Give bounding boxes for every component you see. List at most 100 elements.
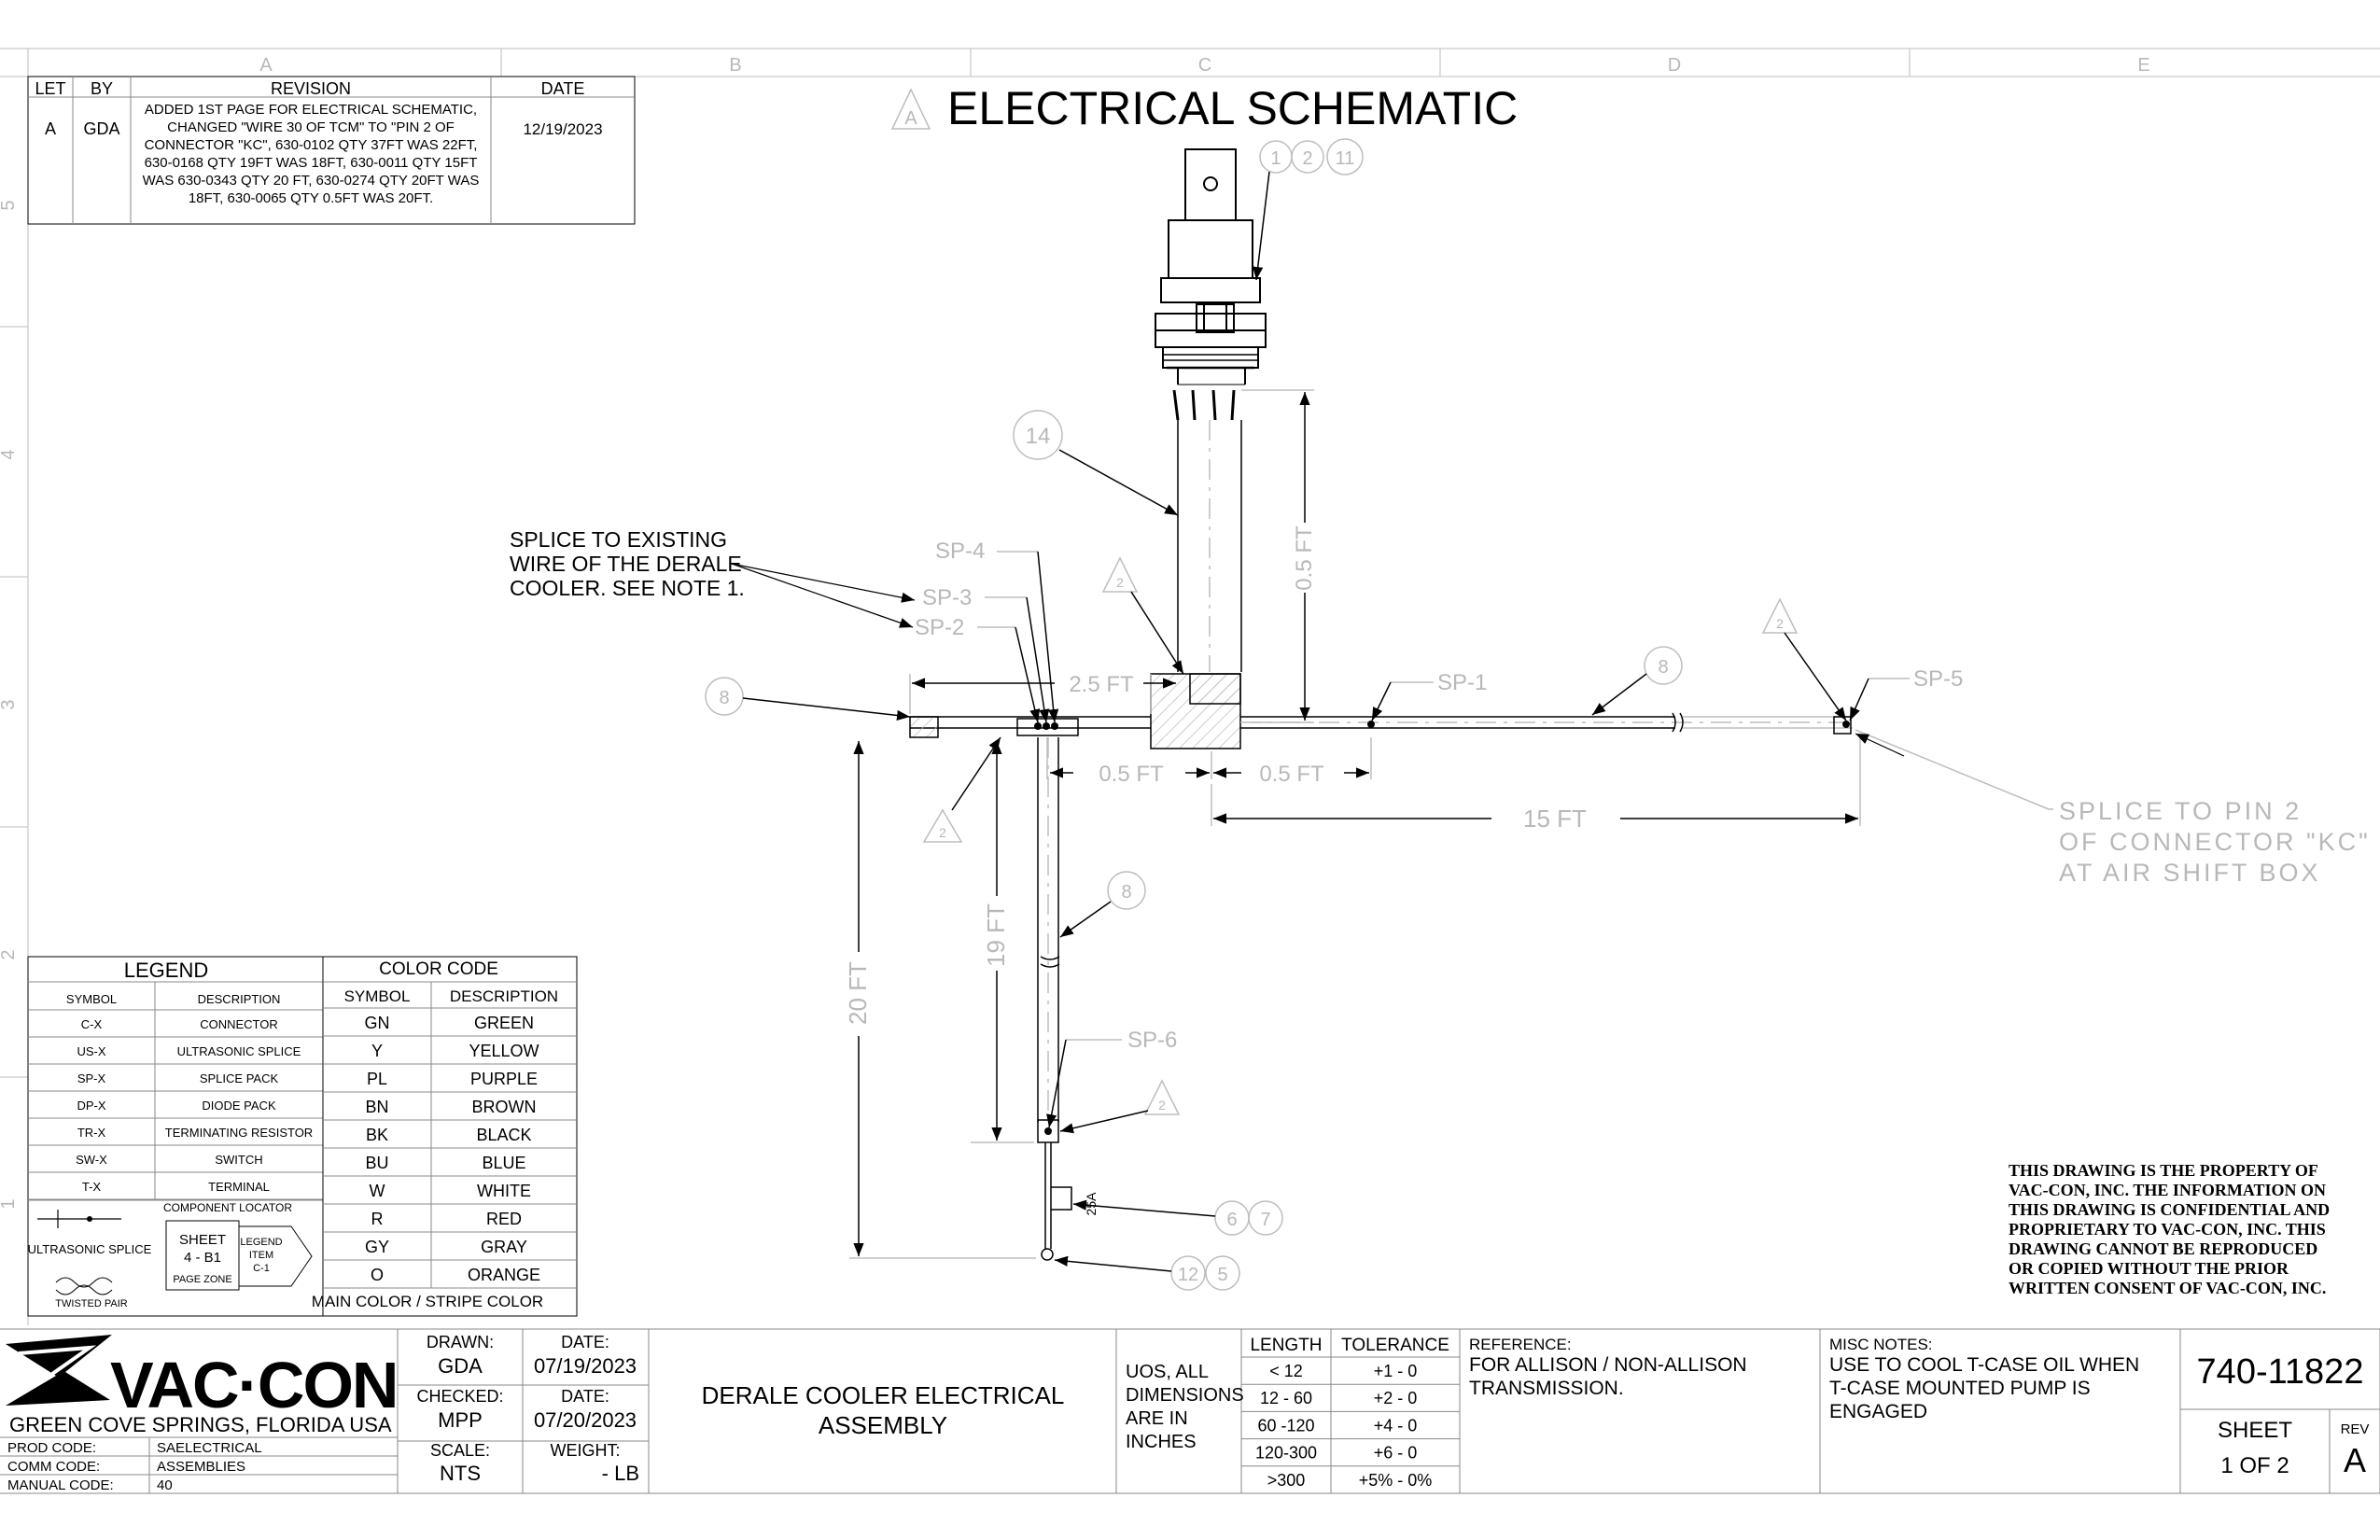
- comm-code-label: COMM CODE:: [7, 1459, 100, 1475]
- notice-line: THIS DRAWING IS CONFIDENTIAL AND: [2009, 1200, 2330, 1219]
- checked-date-label: DATE:: [561, 1387, 609, 1406]
- color-description: WHITE: [477, 1182, 531, 1200]
- reference-text: TRANSMISSION.: [1469, 1378, 1624, 1399]
- prod-code: SAELECTRICAL: [157, 1440, 262, 1456]
- color-symbol: BN: [365, 1098, 388, 1116]
- checked-date: 07/20/2023: [534, 1408, 637, 1432]
- locator-legend: LEGEND: [240, 1237, 282, 1248]
- color-symbol: GY: [365, 1238, 389, 1256]
- notice-line: WRITTEN CONSENT OF VAC-CON, INC.: [2009, 1279, 2326, 1297]
- note-line: SPLICE TO PIN 2: [2059, 797, 2302, 825]
- locator-page-zone: PAGE ZONE: [173, 1274, 231, 1285]
- tolerance-header: LENGTH: [1250, 1336, 1322, 1355]
- manual-code-label: MANUAL CODE:: [7, 1477, 114, 1493]
- note-line: WIRE OF THE DERALE: [510, 552, 742, 576]
- color-symbol: O: [371, 1266, 384, 1284]
- rev-flag-icon: [1101, 556, 1139, 593]
- locator-item-code: C-1: [253, 1263, 270, 1274]
- note-line: SPLICE TO EXISTING: [510, 527, 727, 552]
- rev-text-line: ADDED 1ST PAGE FOR ELECTRICAL SCHEMATIC,: [145, 102, 477, 118]
- page-title-group: A ELECTRICAL SCHEMATIC: [890, 82, 1518, 134]
- fuse-holder-icon: [1051, 1186, 1072, 1211]
- company-location: GREEN COVE SPRINGS, FLORIDA USA: [9, 1413, 392, 1436]
- drawn-date-label: DATE:: [561, 1333, 609, 1351]
- tolerance-value: +1 - 0: [1374, 1362, 1418, 1380]
- uos-note: INCHES: [1126, 1432, 1197, 1452]
- legend-description: SWITCH: [215, 1153, 262, 1167]
- balloon-number: 5: [1217, 1265, 1227, 1285]
- drawing-description: ASSEMBLY: [819, 1411, 947, 1439]
- color-description: BLACK: [476, 1126, 531, 1144]
- rev-header-let: LET: [35, 79, 65, 98]
- fuse-label: 25A: [1084, 1192, 1099, 1216]
- item-balloon: [1107, 871, 1146, 910]
- prod-code-label: PROD CODE:: [7, 1440, 96, 1456]
- notice-line: THIS DRAWING IS THE PROPERTY OF: [2009, 1161, 2318, 1180]
- note-line: COOLER. SEE NOTE 1.: [510, 576, 745, 600]
- rev-flag-number: 2: [1158, 1098, 1166, 1113]
- item-balloon: [1013, 410, 1063, 460]
- dim-left-horizontal: 2.5 FT: [1069, 672, 1134, 697]
- legend-description: SPLICE PACK: [200, 1071, 279, 1085]
- zone-label-y: 5: [0, 200, 19, 210]
- legend-description: CONNECTOR: [200, 1017, 278, 1031]
- legend-description: ULTRASONIC SPLICE: [177, 1044, 301, 1058]
- reference-label: REFERENCE:: [1469, 1336, 1572, 1353]
- zone-label-x: C: [1198, 55, 1211, 76]
- down-wire: 25A: [1037, 737, 1099, 1261]
- drawn-date: 07/19/2023: [534, 1354, 637, 1378]
- dim-mid-left: 0.5 FT: [1099, 762, 1164, 787]
- company-logo: VAC·CON: [6, 1335, 399, 1421]
- page-title: ELECTRICAL SCHEMATIC: [947, 82, 1518, 134]
- color-description: BROWN: [472, 1098, 537, 1116]
- tolerance-header: TOLERANCE: [1341, 1336, 1449, 1355]
- note-splice-kc: SPLICE TO PIN 2 OF CONNECTOR "KC" AT AIR…: [1855, 729, 2368, 887]
- misc-notes-label: MISC NOTES:: [1829, 1336, 1933, 1353]
- zone-label-x: B: [729, 55, 741, 76]
- legend-component-locator: COMPONENT LOCATOR: [163, 1201, 292, 1214]
- title-block: VAC·CON GREEN COVE SPRINGS, FLORIDA USA …: [0, 1328, 2380, 1494]
- rev-date: 12/19/2023: [523, 120, 602, 138]
- sheet-number: 1 OF 2: [2220, 1453, 2289, 1478]
- zone-label-x: D: [1668, 55, 1681, 76]
- tolerance-length: 12 - 60: [1260, 1389, 1312, 1407]
- splice-label: SP-6: [1127, 1028, 1177, 1053]
- color-code-header: SYMBOL: [344, 987, 411, 1005]
- note-splice-existing: SPLICE TO EXISTING WIRE OF THE DERALE CO…: [510, 527, 916, 628]
- legend-twisted-pair: TWISTED PAIR: [55, 1298, 127, 1309]
- splice-label: SP-2: [915, 615, 964, 640]
- legend-header: SYMBOL: [66, 992, 117, 1006]
- splice-label: SP-3: [922, 585, 972, 610]
- rev-label: REV: [2341, 1421, 2370, 1437]
- uos-note: UOS, ALL: [1126, 1362, 1209, 1382]
- manual-code: 40: [157, 1477, 173, 1493]
- schematic-diagram: 25A 0.5 FT 2.5 FT: [510, 138, 2368, 1291]
- color-symbol: GN: [365, 1014, 390, 1032]
- tolerance-length: < 12: [1269, 1362, 1303, 1380]
- legend-description: TERMINATING RESISTOR: [165, 1126, 313, 1140]
- legend-symbol: US-X: [77, 1044, 105, 1058]
- legend-symbol: SP-X: [77, 1071, 106, 1085]
- misc-notes-text: ENGAGED: [1829, 1401, 1927, 1422]
- balloon-number: 11: [1336, 148, 1355, 169]
- notice-line: DRAWING CANNOT BE REPRODUCED: [2009, 1239, 2317, 1258]
- drawn-label: DRAWN:: [427, 1333, 494, 1351]
- company-name: VAC·CON: [110, 1349, 397, 1421]
- item-balloon: [1170, 1255, 1206, 1291]
- color-symbol: R: [371, 1210, 384, 1228]
- checked-by: MPP: [438, 1408, 483, 1432]
- legend-symbol: TR-X: [77, 1126, 106, 1140]
- breakout-boot-top: [1189, 673, 1241, 705]
- notice-line: OR COPIED WITHOUT THE PRIOR: [2009, 1259, 2289, 1278]
- connector-icon: [1155, 148, 1267, 385]
- balloon-number: 14: [1026, 424, 1051, 449]
- legend-title: LEGEND: [124, 959, 208, 982]
- zone-label-y: 1: [0, 1198, 19, 1209]
- locator-code: 4 - B1: [184, 1250, 221, 1266]
- rev-flag-icon: [922, 808, 963, 843]
- splice-labels: SP-4 SP-3 SP-2 SP-1 SP-5 SP-6: [915, 539, 1963, 1128]
- legend-description: TERMINAL: [208, 1180, 270, 1194]
- revision-flags: 2 2 2 2: [922, 556, 1847, 1134]
- color-description: YELLOW: [469, 1042, 539, 1060]
- misc-notes-text: T-CASE MOUNTED PUMP IS: [1829, 1378, 2091, 1399]
